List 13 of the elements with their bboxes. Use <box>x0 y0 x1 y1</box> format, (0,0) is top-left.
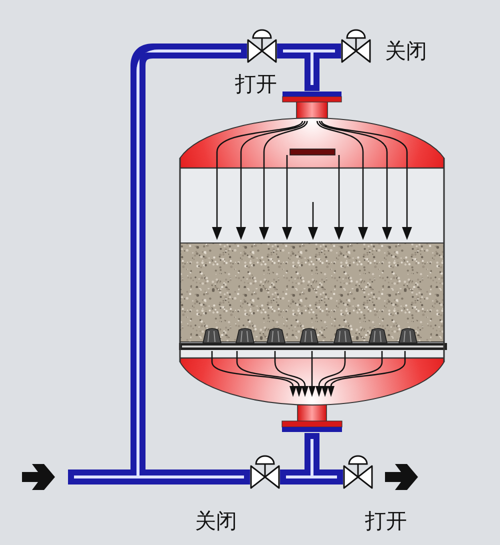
valve-label: 打开 <box>235 73 277 96</box>
pipe <box>277 44 312 58</box>
valve-symbol <box>247 29 277 63</box>
pipe <box>280 470 312 484</box>
valve-label: 关闭 <box>385 40 427 63</box>
valve-symbol <box>250 455 280 489</box>
valve-symbol <box>341 29 371 63</box>
pipe <box>68 470 138 484</box>
valve-symbol <box>343 455 373 489</box>
valve-label: 打开 <box>365 510 407 533</box>
pipe <box>138 470 250 484</box>
valve-label: 关闭 <box>195 510 237 533</box>
pipe <box>312 470 343 484</box>
